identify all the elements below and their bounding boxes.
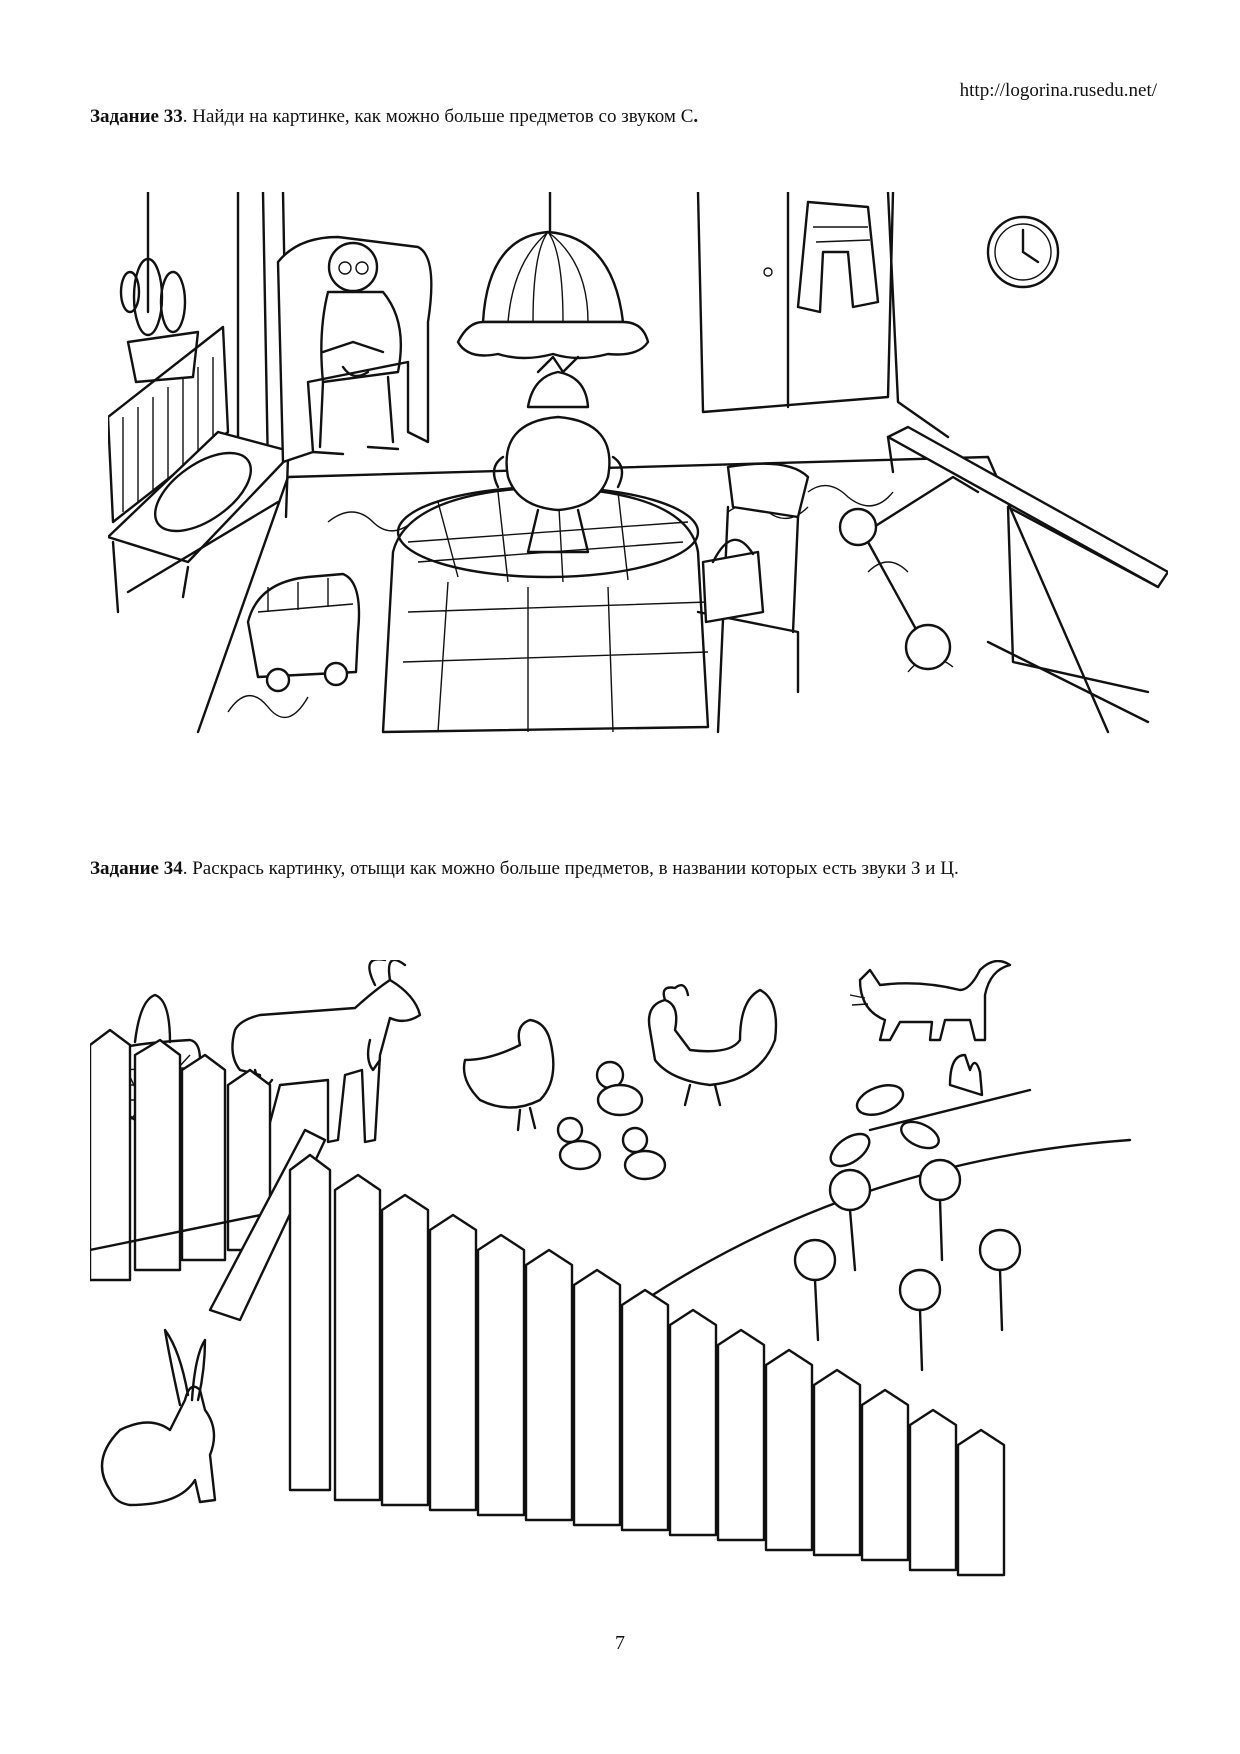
coffee-table (108, 430, 295, 614)
hanging-lamp (456, 192, 650, 360)
fence-back (90, 1028, 287, 1282)
task-33-instruction: Задание 33. Найди на картинке, как можно… (90, 103, 1157, 130)
cactus-pot (119, 257, 200, 384)
chair-with-bag (696, 462, 810, 734)
rabbit (100, 1328, 217, 1507)
chicks (556, 1060, 667, 1181)
roses (793, 1158, 1022, 1372)
scooter (838, 475, 980, 671)
hen (462, 1018, 555, 1132)
living-room-illustration (108, 192, 1168, 742)
task-34-text: . Раскрась картинку, отыщи как можно бол… (182, 858, 959, 879)
samovar (492, 355, 624, 554)
cat (849, 960, 1012, 1042)
fence-front (288, 1153, 1006, 1577)
hill (628, 1138, 1132, 1312)
task-33-end: . (693, 106, 699, 127)
radiator (108, 325, 230, 524)
caterpillar-branch (829, 1053, 1032, 1168)
page-number: 7 (615, 1632, 625, 1654)
task-34-instruction: Задание 34. Раскрась картинку, отыщи как… (90, 855, 1157, 882)
round-table (381, 485, 710, 734)
bench (886, 425, 1168, 724)
rug (196, 455, 1110, 734)
task-33-text: . Найди на картинке, как можно больше пр… (182, 106, 694, 127)
task-33-label: Задание 33 (90, 106, 183, 127)
wardrobe (696, 192, 950, 439)
rooster (647, 984, 778, 1107)
armchair-grandmother (276, 235, 433, 464)
farmyard-illustration (90, 960, 1150, 1605)
toy-bus (246, 572, 361, 693)
site-url: http://logorina.rusedu.net/ (959, 80, 1157, 101)
task-34-label: Задание 34 (90, 858, 183, 879)
wall-clock (986, 215, 1060, 289)
